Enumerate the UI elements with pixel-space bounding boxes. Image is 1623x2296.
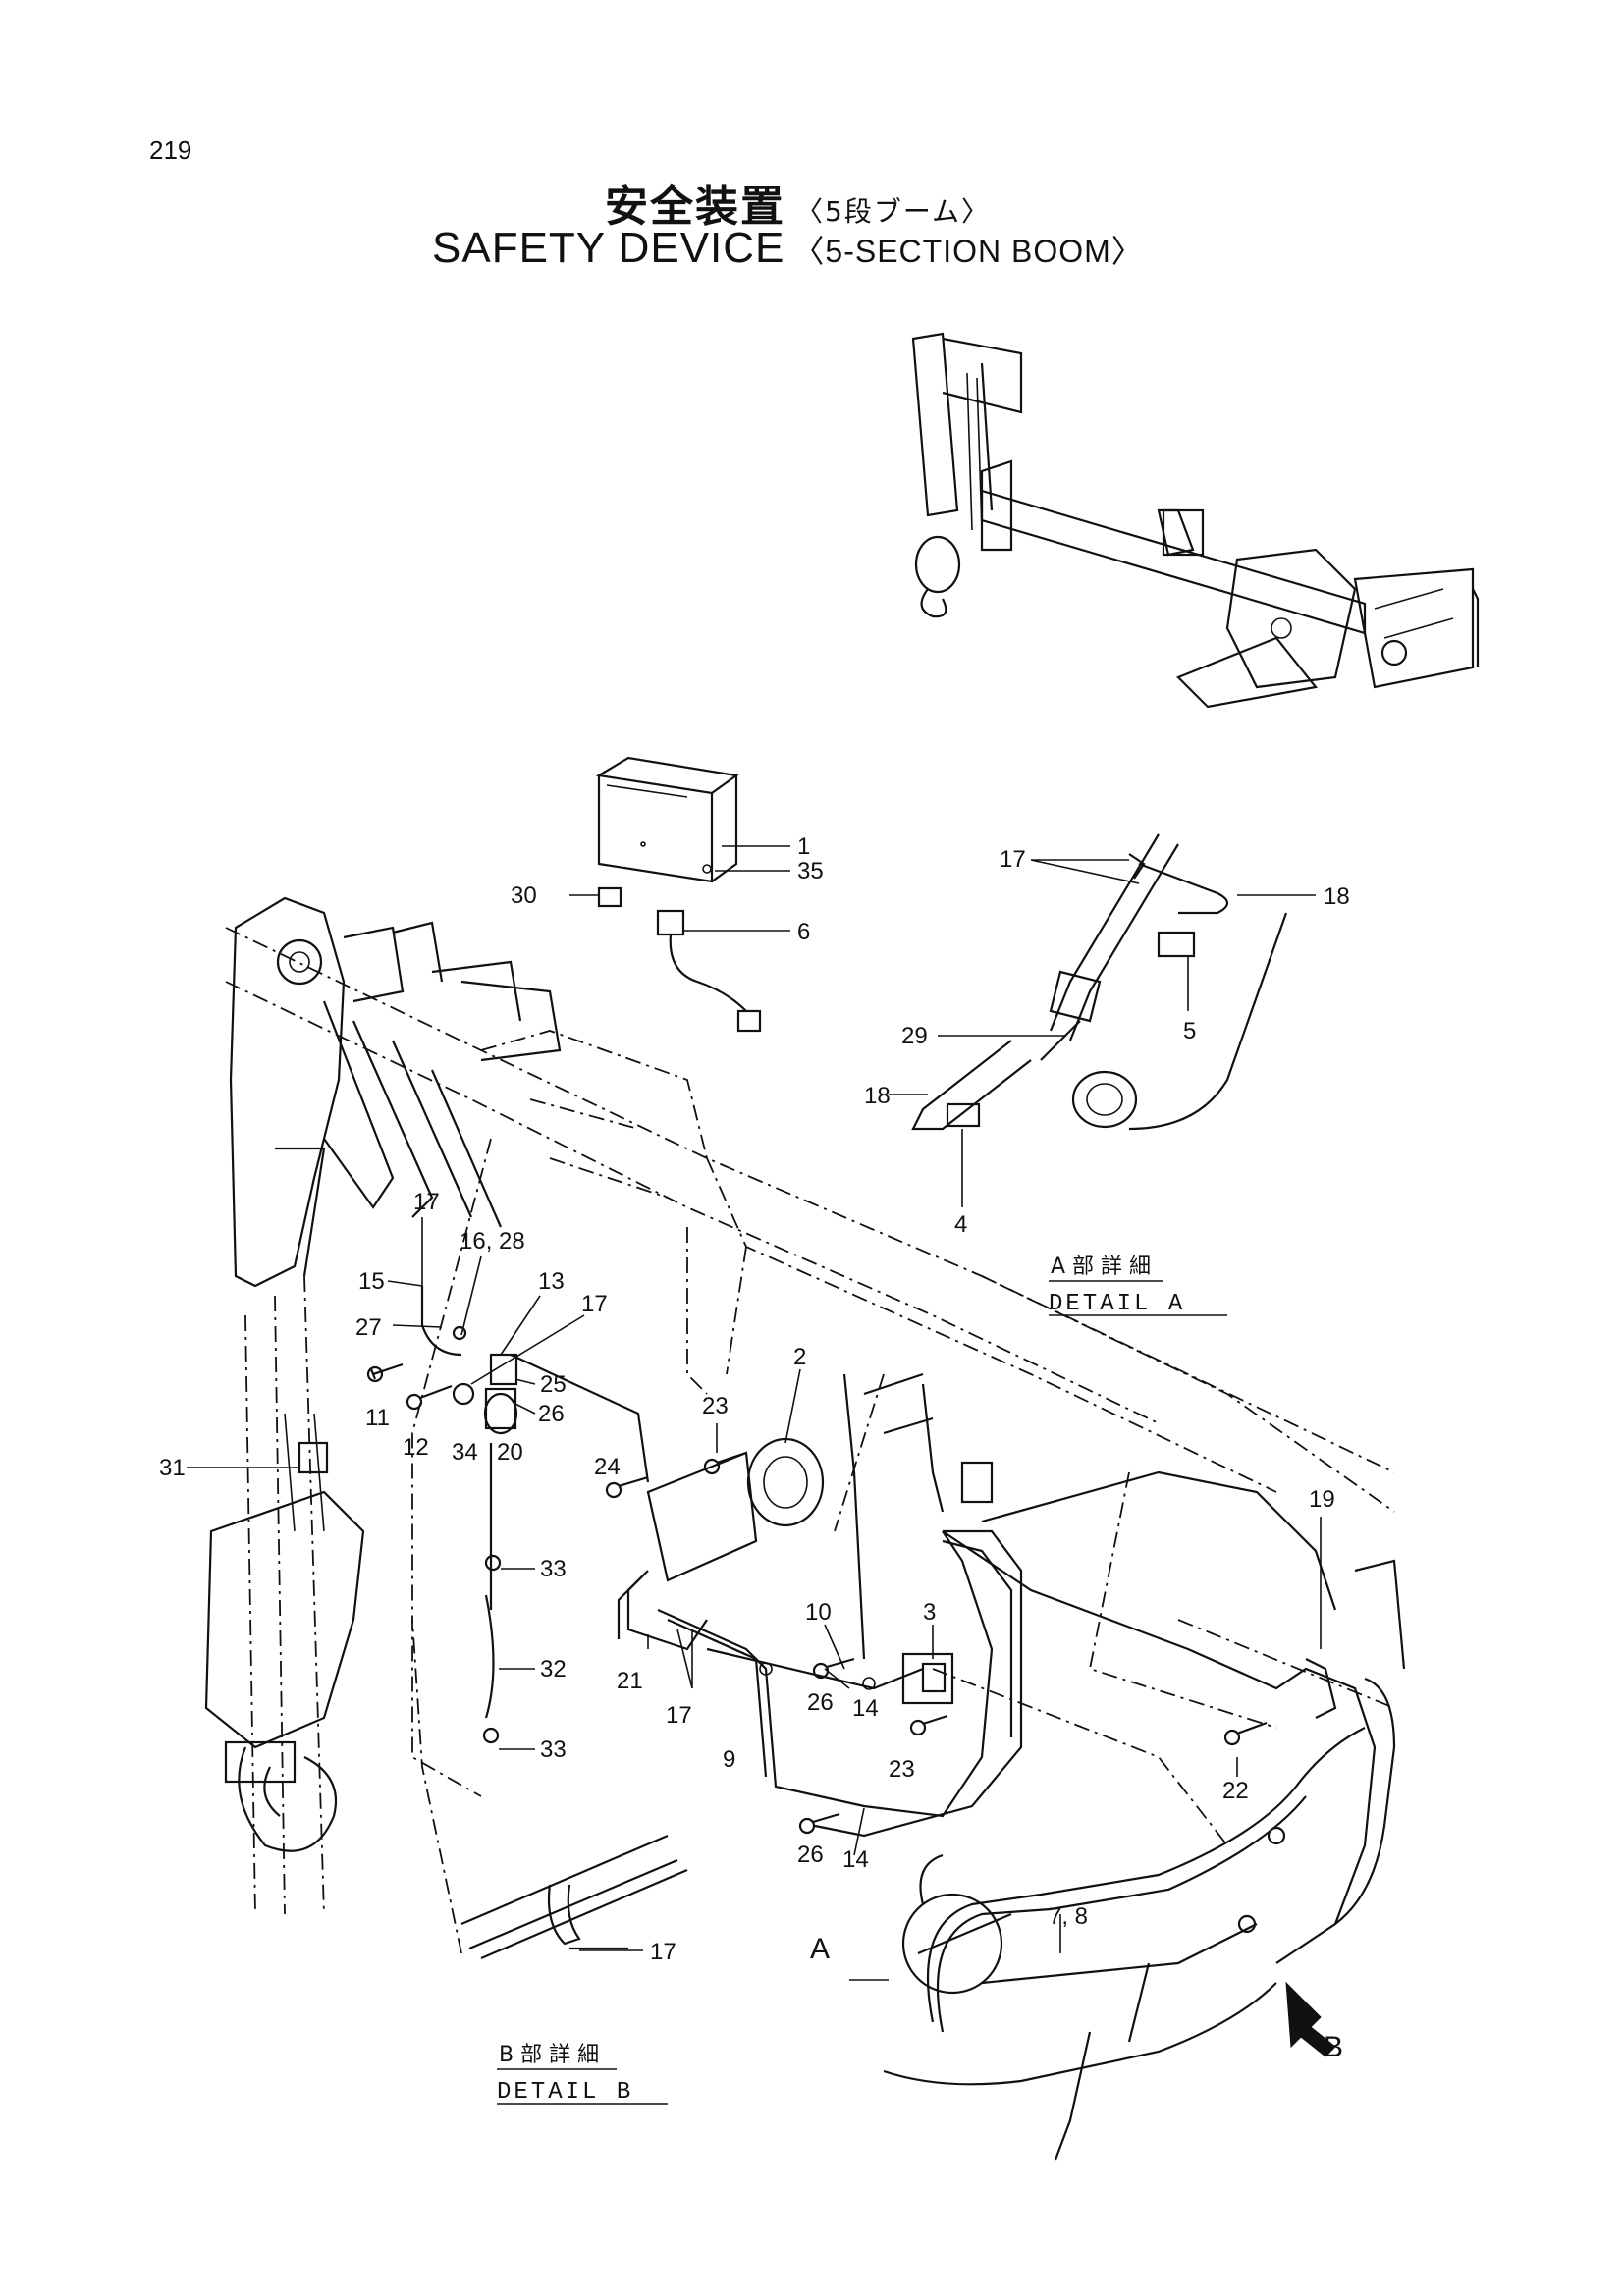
pointer-label-a: A: [810, 1933, 830, 1965]
boom-sections: [225, 927, 1395, 1954]
callout-33: 33: [540, 1736, 567, 1763]
callout-27: 27: [355, 1314, 382, 1341]
callout-34: 34: [452, 1439, 478, 1466]
callout-30: 30: [511, 882, 537, 909]
detail-a-caption: A 部 詳 細 DETAIL A: [1049, 1255, 1227, 1317]
callout-6: 6: [797, 919, 810, 945]
callout-12: 12: [403, 1434, 429, 1461]
callout-25: 25: [540, 1371, 567, 1398]
callout-10: 10: [805, 1599, 832, 1626]
title-english: SAFETY DEVICE〈5-SECTION BOOM〉: [432, 224, 1144, 273]
callout-19: 19: [1309, 1486, 1335, 1513]
detail-b-caption: B 部 詳 細 DETAIL B: [497, 2043, 668, 2106]
callout-26: 26: [797, 1842, 824, 1868]
detail-a-en: DETAIL A: [1049, 1291, 1185, 1317]
pointer-label-b: B: [1324, 2031, 1343, 2063]
detail-b-jp: B 部 詳 細: [499, 2043, 599, 2067]
callout-24: 24: [594, 1454, 621, 1480]
callout-11: 11: [365, 1405, 390, 1431]
callout-32: 32: [540, 1656, 567, 1682]
callout-35: 35: [797, 858, 824, 884]
callout-17: 17: [1000, 846, 1026, 873]
callout-17: 17: [650, 1939, 676, 1965]
page-number: 219: [149, 135, 192, 165]
wire-harness: [657, 1529, 1023, 1838]
callout-21: 21: [617, 1668, 643, 1694]
title-japanese: 安全装置〈5段ブーム〉: [605, 171, 991, 234]
leader-lines: [187, 845, 1322, 1981]
detail-a-drawing: [911, 833, 1288, 1131]
callout-23: 23: [889, 1756, 915, 1783]
title-en-sub: 〈5-SECTION BOOM〉: [792, 234, 1144, 269]
callout-15: 15: [358, 1268, 385, 1295]
callout-18: 18: [1324, 883, 1350, 910]
detail-b-drawing: [460, 1834, 688, 1960]
control-box: [595, 756, 762, 1033]
boom-base: [883, 1470, 1406, 2161]
callout-17: 17: [581, 1291, 608, 1317]
callout-26: 26: [807, 1689, 834, 1716]
callout-31: 31: [159, 1455, 186, 1481]
callout-4: 4: [954, 1211, 967, 1238]
callout-22: 22: [1222, 1778, 1249, 1804]
title-en-main: SAFETY DEVICE: [432, 224, 785, 272]
callout-17: 17: [413, 1189, 440, 1215]
callout-5: 5: [1183, 1018, 1196, 1044]
callout-2: 2: [793, 1344, 806, 1370]
hook-block: [204, 1413, 365, 1852]
callout-26: 26: [538, 1401, 565, 1427]
title-jp-sub: 〈5段ブーム〉: [795, 195, 991, 228]
callout-33: 33: [540, 1556, 567, 1582]
callout-16-28: 16, 28: [460, 1228, 525, 1255]
callout-3: 3: [923, 1599, 936, 1626]
callout-18: 18: [864, 1083, 891, 1109]
detail-b-en: DETAIL B: [497, 2079, 633, 2106]
callout-17: 17: [666, 1702, 692, 1729]
callout-29: 29: [901, 1023, 928, 1049]
callout-20: 20: [497, 1439, 523, 1466]
callout-9: 9: [723, 1746, 735, 1773]
callout-14: 14: [852, 1695, 879, 1722]
crane-overview: [911, 332, 1480, 709]
callout-14: 14: [842, 1846, 869, 1873]
callout-23: 23: [702, 1393, 729, 1419]
detail-a-jp: A 部 詳 細: [1051, 1255, 1151, 1279]
arrow-b: [1285, 1981, 1336, 2057]
callout-1: 1: [797, 833, 810, 860]
overhoist-switch: [420, 1286, 650, 1744]
alarm-assembly: [617, 1372, 994, 1705]
callout-13: 13: [538, 1268, 565, 1295]
callout-7-8: 7, 8: [1049, 1903, 1088, 1930]
title-jp-main: 安全装置: [605, 182, 785, 232]
boom-head: [229, 896, 562, 1288]
